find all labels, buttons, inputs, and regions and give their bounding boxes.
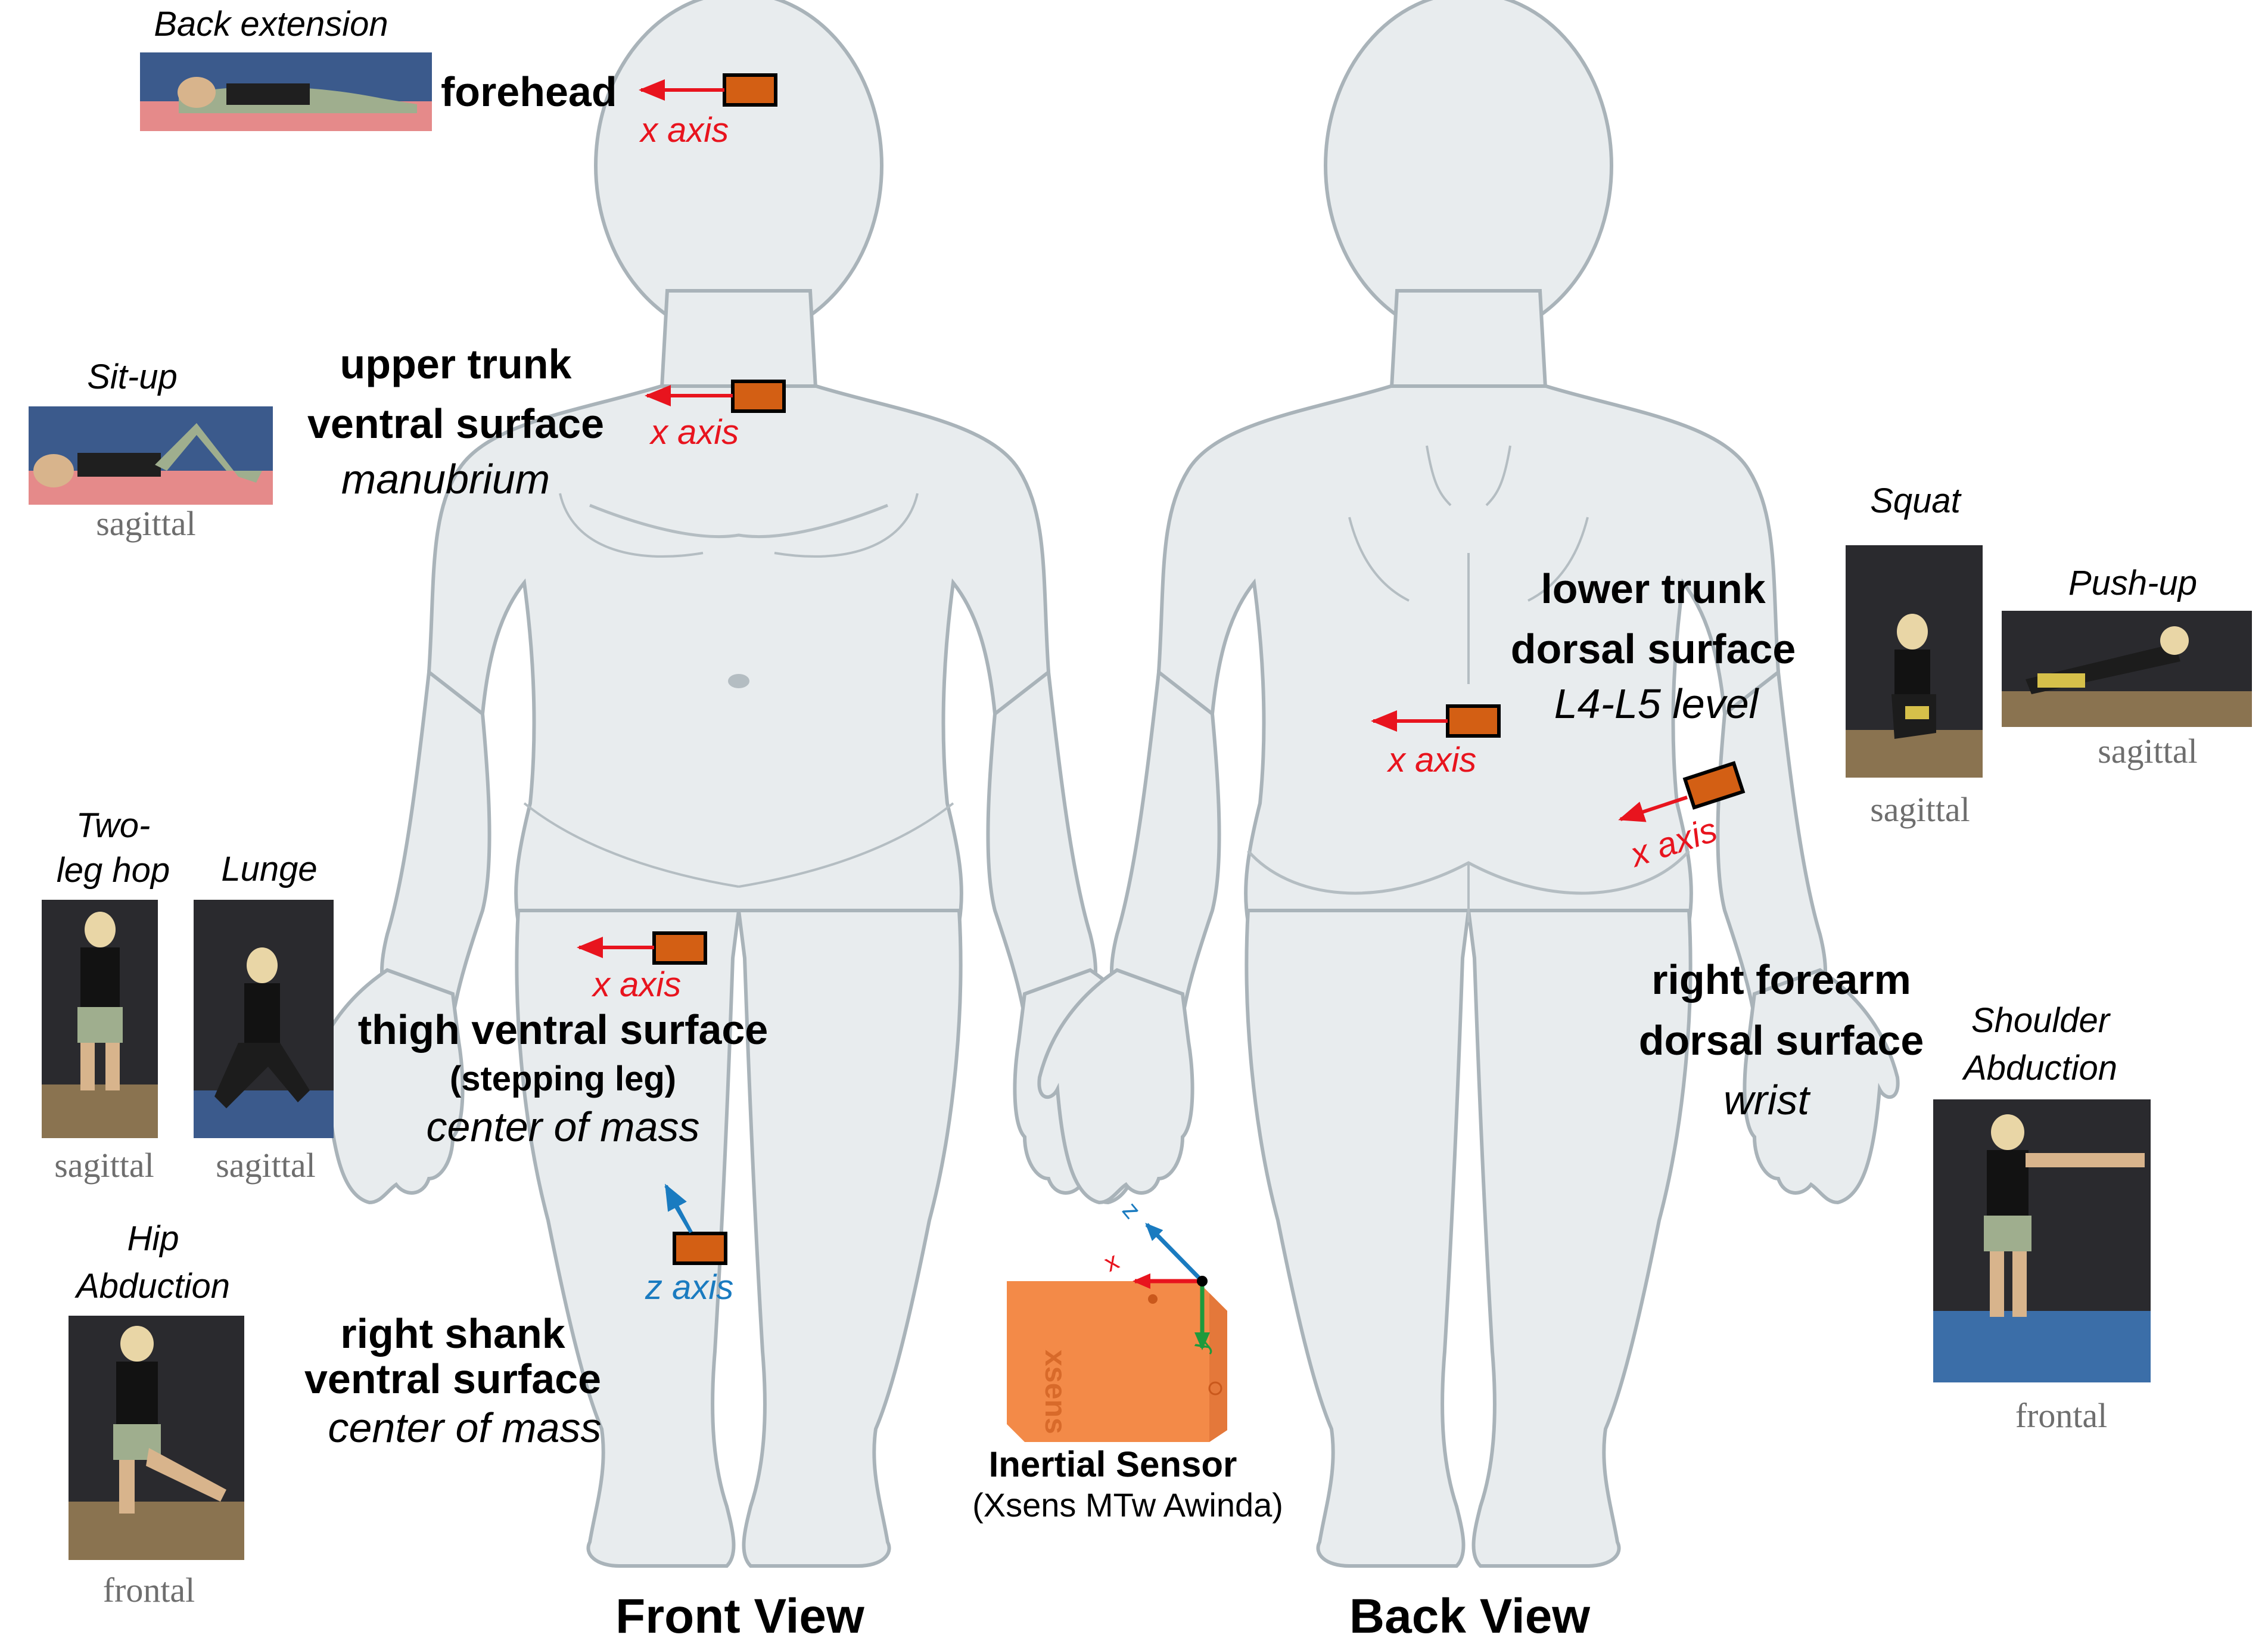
sensor-model: (Xsens MTw Awinda) <box>972 1486 1283 1524</box>
lower-trunk-label: lower trunk dorsal surface L4-L5 level <box>1511 565 1796 727</box>
lower-trunk-line1: lower trunk <box>1541 565 1765 612</box>
squat-name: Squat <box>1870 481 1962 520</box>
sensor-title: Inertial Sensor <box>989 1444 1237 1484</box>
shank-line1: right shank <box>340 1310 565 1357</box>
thigh-sensor <box>577 931 707 965</box>
device-axis-x: x <box>1100 1247 1123 1277</box>
two-leg-hop-plane: sagittal <box>54 1146 154 1185</box>
thigh-detail: center of mass <box>426 1104 699 1150</box>
forehead-sensor <box>639 73 777 107</box>
thigh-label: thigh ventral surface (stepping leg) cen… <box>358 1006 769 1150</box>
hip-abduction-photo <box>69 1316 244 1560</box>
front-view-body <box>309 0 1168 1566</box>
squat-plane: sagittal <box>1870 790 1970 829</box>
lunge-photo <box>194 900 334 1138</box>
lower-trunk-x-axis-label: x axis <box>1386 741 1476 779</box>
back-extension-name: Back extension <box>154 5 388 43</box>
shoulder-abduction-plane: frontal <box>2015 1396 2108 1435</box>
hip-abduction-name-2: Abduction <box>74 1267 230 1306</box>
upper-trunk-line1: upper trunk <box>340 341 572 387</box>
upper-trunk-sensor <box>645 380 786 413</box>
device-brand: xsens <box>1039 1350 1072 1434</box>
thigh-line1: thigh ventral surface <box>358 1006 769 1053</box>
back-view-body <box>1039 0 1897 1566</box>
hip-abduction-name-1: Hip <box>127 1219 179 1258</box>
back-extension-photo <box>140 52 432 131</box>
shank-detail: center of mass <box>328 1404 601 1451</box>
shank-z-axis-label: z axis <box>645 1268 733 1307</box>
upper-trunk-x-axis-label: x axis <box>649 413 739 452</box>
upper-trunk-detail: manubrium <box>341 456 550 502</box>
front-view-caption: Front View <box>615 1589 864 1643</box>
shank-sensor <box>664 1183 727 1265</box>
push-up-name: Push-up <box>2068 564 2197 602</box>
lunge-name: Lunge <box>221 850 317 888</box>
forearm-label: right forearm dorsal surface wrist <box>1639 956 1924 1123</box>
shank-label: right shank ventral surface center of ma… <box>304 1310 602 1451</box>
inertial-sensor-device: xsens x z y <box>1007 1197 1227 1442</box>
lower-trunk-detail: L4-L5 level <box>1554 680 1760 727</box>
back-view-caption: Back View <box>1349 1589 1590 1643</box>
hip-abduction-plane: frontal <box>103 1571 195 1609</box>
two-leg-hop-name-2: leg hop <box>57 851 170 890</box>
forearm-line2: dorsal surface <box>1639 1017 1924 1064</box>
push-up-plane: sagittal <box>2098 732 2198 770</box>
upper-trunk-line2: ventral surface <box>307 400 604 447</box>
shoulder-abduction-name-2: Abduction <box>1962 1049 2117 1087</box>
lunge-plane: sagittal <box>216 1146 316 1185</box>
push-up-photo <box>2002 611 2252 727</box>
thigh-line2: (stepping leg) <box>450 1059 676 1098</box>
forearm-line1: right forearm <box>1651 956 1911 1003</box>
squat-photo <box>1846 545 1983 778</box>
forearm-sensor <box>1618 761 1746 822</box>
shoulder-abduction-photo <box>1933 1099 2151 1382</box>
sit-up-photo <box>29 406 273 505</box>
forehead-label: forehead <box>441 69 617 115</box>
two-leg-hop-photo <box>42 900 158 1138</box>
two-leg-hop-name-1: Two- <box>76 806 151 845</box>
upper-trunk-label: upper trunk ventral surface manubrium <box>307 341 604 502</box>
shank-line2: ventral surface <box>304 1356 601 1402</box>
sit-up-plane: sagittal <box>96 504 196 543</box>
thigh-x-axis-label: x axis <box>591 965 681 1004</box>
forearm-detail: wrist <box>1723 1077 1810 1123</box>
lower-trunk-line2: dorsal surface <box>1511 626 1796 672</box>
device-axis-z: z <box>1117 1197 1147 1224</box>
sit-up-name: Sit-up <box>87 358 178 396</box>
shoulder-abduction-name-1: Shoulder <box>1971 1001 2111 1040</box>
forehead-x-axis-label: x axis <box>639 111 729 150</box>
lower-trunk-sensor <box>1371 704 1501 738</box>
